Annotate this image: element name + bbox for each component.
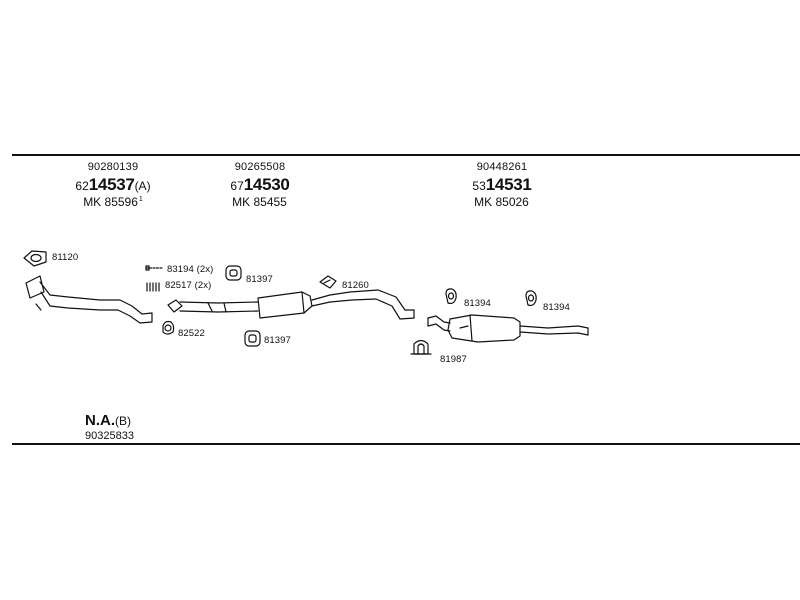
mk-superscript: 1 — [138, 196, 143, 203]
bolt-82517-icon — [146, 282, 160, 292]
na-note: N.A.(B) 90325833 — [85, 413, 134, 442]
top-rule — [12, 154, 800, 156]
clamp-81987-icon — [410, 339, 432, 355]
part-main-number: 14530 — [243, 175, 290, 194]
column-header-2: 90265508 6714530 MK 85455 — [205, 161, 315, 209]
mk-value: 85596 — [104, 195, 138, 209]
front-pipe-icon — [25, 275, 153, 324]
mk-value: 85026 — [495, 195, 529, 209]
part-main-number: 14537 — [88, 175, 135, 194]
na-label: N.A. — [85, 412, 115, 429]
part-label-81397-top: 81397 — [246, 274, 273, 285]
reference-number: 90280139 — [87, 161, 139, 173]
part-label-81394-left: 81394 — [464, 298, 491, 309]
mount-81397-lower-icon — [244, 330, 261, 347]
mk-number: MK 85455 — [205, 196, 315, 208]
part-label-81987: 81987 — [440, 354, 467, 365]
na-number: 90325833 — [85, 430, 134, 442]
part-label-81397-bottom: 81397 — [264, 335, 291, 346]
mount-81397-icon — [225, 265, 242, 281]
column-header-3: 90448261 5314531 MK 85026 — [447, 161, 557, 209]
na-suffix: (B) — [115, 414, 131, 428]
reference-number: 90448261 — [476, 161, 528, 173]
bottom-rule — [12, 443, 800, 445]
part-label-82522: 82522 — [178, 328, 205, 339]
part-prefix: 53 — [472, 179, 486, 193]
mount-81394-right-icon — [525, 290, 537, 307]
part-label-81394-right: 81394 — [543, 302, 570, 313]
mount-81394-icon — [445, 288, 457, 305]
mk-number: MK 855961 — [58, 196, 168, 208]
part-main-number: 14531 — [485, 175, 532, 194]
center-muffler-icon — [167, 289, 415, 320]
part-suffix: (A) — [134, 179, 151, 193]
mk-label: MK — [232, 195, 251, 209]
reference-number: 90265508 — [234, 161, 286, 173]
mk-label: MK — [83, 195, 102, 209]
part-number: 6214537(A) — [58, 176, 168, 193]
part-number: 5314531 — [447, 176, 557, 193]
mk-number: MK 85026 — [447, 196, 557, 208]
hanger-81260-icon — [319, 275, 337, 289]
part-prefix: 62 — [75, 179, 89, 193]
part-prefix: 67 — [230, 179, 244, 193]
column-header-1: 90280139 6214537(A) MK 855961 — [58, 161, 168, 209]
part-label-81120: 81120 — [52, 252, 79, 263]
part-label-82517: 82517 (2x) — [165, 280, 212, 291]
rear-muffler-icon — [427, 314, 589, 343]
part-label-83194: 83194 (2x) — [167, 264, 214, 275]
part-number: 6714530 — [205, 176, 315, 193]
mk-label: MK — [474, 195, 493, 209]
mk-value: 85455 — [253, 195, 287, 209]
part-label-81260: 81260 — [342, 280, 369, 291]
clamp-83194-icon — [145, 265, 163, 271]
gasket-81120-icon — [23, 250, 47, 267]
gasket-82522-icon — [162, 320, 175, 335]
